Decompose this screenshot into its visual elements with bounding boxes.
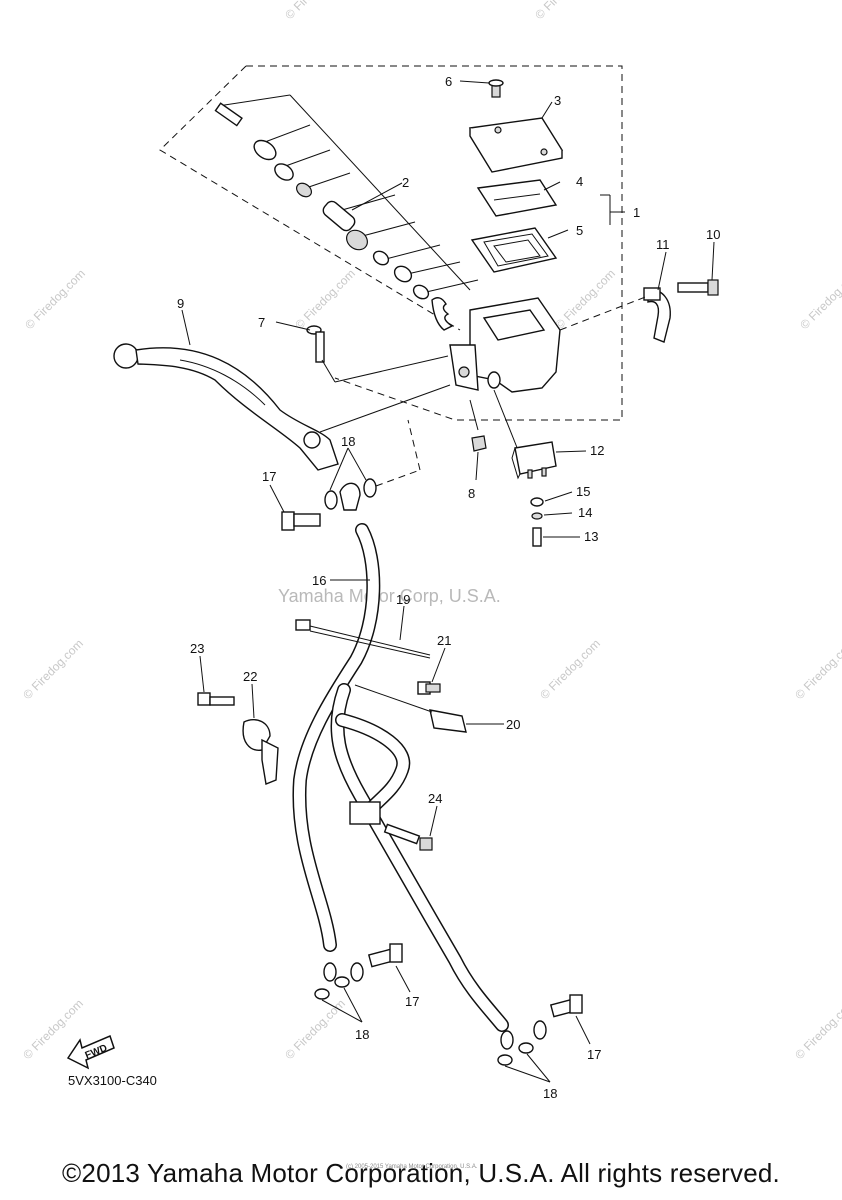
callout-18-upper: 18 <box>341 434 355 449</box>
watermark: © Firedog.com <box>797 266 842 332</box>
callout-9: 9 <box>177 296 184 311</box>
piston-kit <box>214 102 454 331</box>
small-copyright-note: (c) 2005-2015 Yamaha Motor Corporation, … <box>346 1164 478 1170</box>
callout-10: 10 <box>706 227 720 242</box>
callout-14: 14 <box>578 505 592 520</box>
leader-lines <box>181 101 715 1083</box>
watermark: © Firedog.com <box>22 266 88 332</box>
watermark: © Firedog.com <box>537 636 603 702</box>
callout-5: 5 <box>576 223 583 238</box>
callout-19: 19 <box>396 592 410 607</box>
callout-4: 4 <box>576 174 583 189</box>
watermark: © Firedog.com <box>792 636 842 702</box>
brake-lever <box>113 343 451 471</box>
callout-21: 21 <box>437 633 451 648</box>
lever-bolt <box>306 325 487 452</box>
center-watermark: Yamaha Motor Corp, U.S.A. <box>278 586 501 606</box>
callout-1: 1 <box>633 205 640 220</box>
reservoir-parts <box>459 79 564 273</box>
callout-16: 16 <box>312 573 326 588</box>
brake-switch <box>511 441 557 547</box>
watermark: © Firedog.com <box>20 636 86 702</box>
fwd-arrow-icon: FWD <box>66 1034 115 1070</box>
callout-17-middle: 17 <box>405 994 419 1009</box>
callout-18-lower: 18 <box>543 1086 557 1101</box>
callout-24: 24 <box>428 791 442 806</box>
watermark: © Firedog.com <box>532 0 598 22</box>
watermark-layer: © Firedog.com © Firedog.com © Firedog.co… <box>20 0 842 1062</box>
callout-2: 2 <box>402 175 409 190</box>
callout-8: 8 <box>468 486 475 501</box>
union-bolts-lower <box>314 943 583 1066</box>
callout-labels: 1 2 3 4 5 6 7 8 9 10 11 12 13 14 15 16 1… <box>177 74 720 1101</box>
cable-tie <box>295 619 431 659</box>
callout-18-middle: 18 <box>355 1027 369 1042</box>
union-bolt-upper <box>281 419 421 531</box>
watermark: © Firedog.com <box>552 266 618 332</box>
callout-15: 15 <box>576 484 590 499</box>
watermark: © Firedog.com <box>292 266 358 332</box>
drawing-code: 5VX3100-C340 <box>68 1073 157 1088</box>
watermark: © Firedog.com <box>282 0 348 22</box>
explode-guide-lines <box>217 94 479 294</box>
callout-13: 13 <box>584 529 598 544</box>
brake-hoses <box>292 523 514 1050</box>
handlebar-holder <box>559 279 719 343</box>
copyright-footer: ©2013 Yamaha Motor Corporation, U.S.A. A… <box>62 1158 780 1188</box>
assembly-outline <box>159 65 623 421</box>
callout-17-lower: 17 <box>587 1047 601 1062</box>
callout-11: 11 <box>656 237 670 252</box>
callout-6: 6 <box>445 74 452 89</box>
clamps-and-bolts <box>197 681 467 851</box>
callout-20: 20 <box>506 717 520 732</box>
watermark: © Firedog.com <box>792 996 842 1062</box>
callout-12: 12 <box>590 443 604 458</box>
callout-17-upper: 17 <box>262 469 276 484</box>
master-cylinder-body <box>449 297 561 456</box>
callout-22: 22 <box>243 669 257 684</box>
callout-23: 23 <box>190 641 204 656</box>
watermark: © Firedog.com <box>282 996 348 1062</box>
callout-7: 7 <box>258 315 265 330</box>
callout-3: 3 <box>554 93 561 108</box>
